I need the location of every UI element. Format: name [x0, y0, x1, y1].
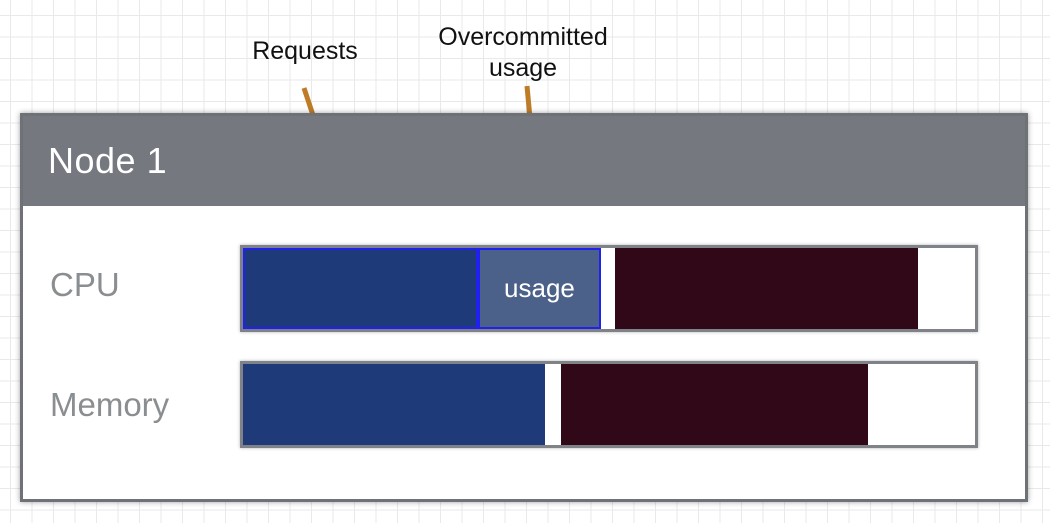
memory-usage-segment	[561, 364, 869, 445]
cpu-usage-segment	[614, 248, 918, 329]
overcommitted-usage-annotation-label: Overcommitted usage	[438, 23, 608, 82]
cpu-resource-bar: usage	[240, 245, 978, 332]
memory-row-label: Memory	[50, 386, 170, 423]
cpu-gap-segment	[600, 248, 615, 329]
cpu-overcommitted-usage-segment: usage	[477, 248, 601, 329]
memory-gap-segment	[545, 364, 562, 445]
node-card: Node 1 CPU usage Memory	[20, 113, 1028, 502]
requests-annotation-label: Requests	[252, 37, 358, 65]
memory-requests-segment	[243, 364, 546, 445]
cpu-overcommitted-usage-segment-label: usage	[504, 273, 575, 303]
cpu-requests-segment	[243, 248, 478, 329]
memory-resource-bar	[240, 361, 978, 448]
node-card-title: Node 1	[23, 116, 1025, 206]
cpu-row-label: CPU	[50, 266, 120, 303]
